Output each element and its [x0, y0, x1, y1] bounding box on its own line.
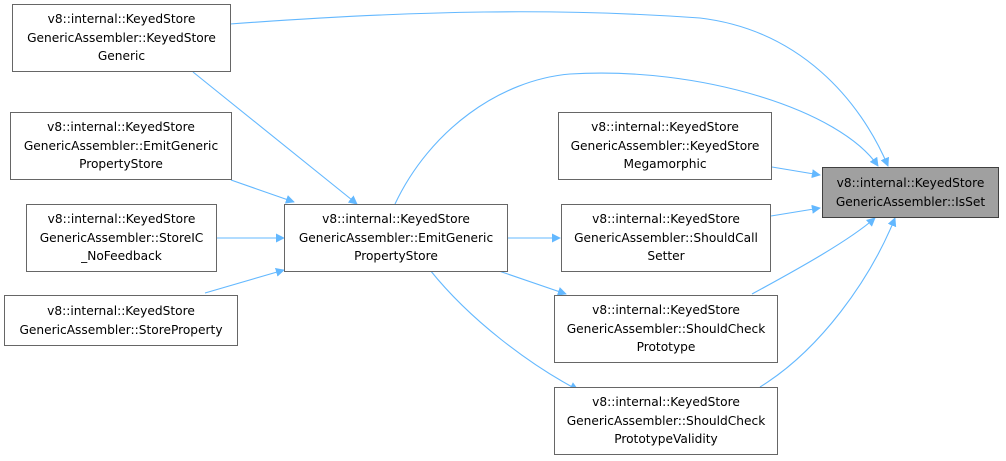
- node-storeproperty[interactable]: v8::internal::KeyedStore GenericAssemble…: [4, 295, 238, 346]
- node-emitgenericpropertystore[interactable]: v8::internal::KeyedStore GenericAssemble…: [284, 204, 508, 272]
- edge-shouldcheckproto-to-isset: [751, 217, 876, 295]
- node-shouldcheckprototypevalidity[interactable]: v8::internal::KeyedStore GenericAssemble…: [554, 387, 778, 455]
- node-emitgenericpropertystore-caller[interactable]: v8::internal::KeyedStore GenericAssemble…: [10, 112, 232, 180]
- edge-emit-center-to-shouldcheckvalidity: [429, 269, 579, 391]
- node-storeic-nofeedback[interactable]: v8::internal::KeyedStore GenericAssemble…: [26, 204, 217, 272]
- node-isset-focus: v8::internal::KeyedStore GenericAssemble…: [822, 167, 999, 218]
- edge-emit-center-to-isset: [394, 72, 879, 205]
- edge-emit-left-to-emit-center: [230, 179, 295, 204]
- edge-generic-to-emit-center: [192, 71, 358, 205]
- edge-generic-to-isset: [229, 11, 889, 167]
- edge-storeproperty-to-emit-center: [204, 267, 285, 294]
- edge-shouldcheckvalidity-to-isset: [759, 217, 897, 388]
- node-shouldcheckprototype[interactable]: v8::internal::KeyedStore GenericAssemble…: [554, 295, 778, 363]
- node-keyedstoremegamorphic[interactable]: v8::internal::KeyedStore GenericAssemble…: [558, 112, 772, 180]
- node-keyedstoregeneric[interactable]: v8::internal::KeyedStore GenericAssemble…: [12, 4, 231, 72]
- edge-megamorphic-to-isset: [771, 166, 821, 179]
- node-shouldcallsetter[interactable]: v8::internal::KeyedStore GenericAssemble…: [561, 204, 771, 272]
- edge-shouldcallsetter-to-isset: [770, 204, 821, 217]
- edge-emit-center-to-shouldcheckproto: [495, 269, 567, 296]
